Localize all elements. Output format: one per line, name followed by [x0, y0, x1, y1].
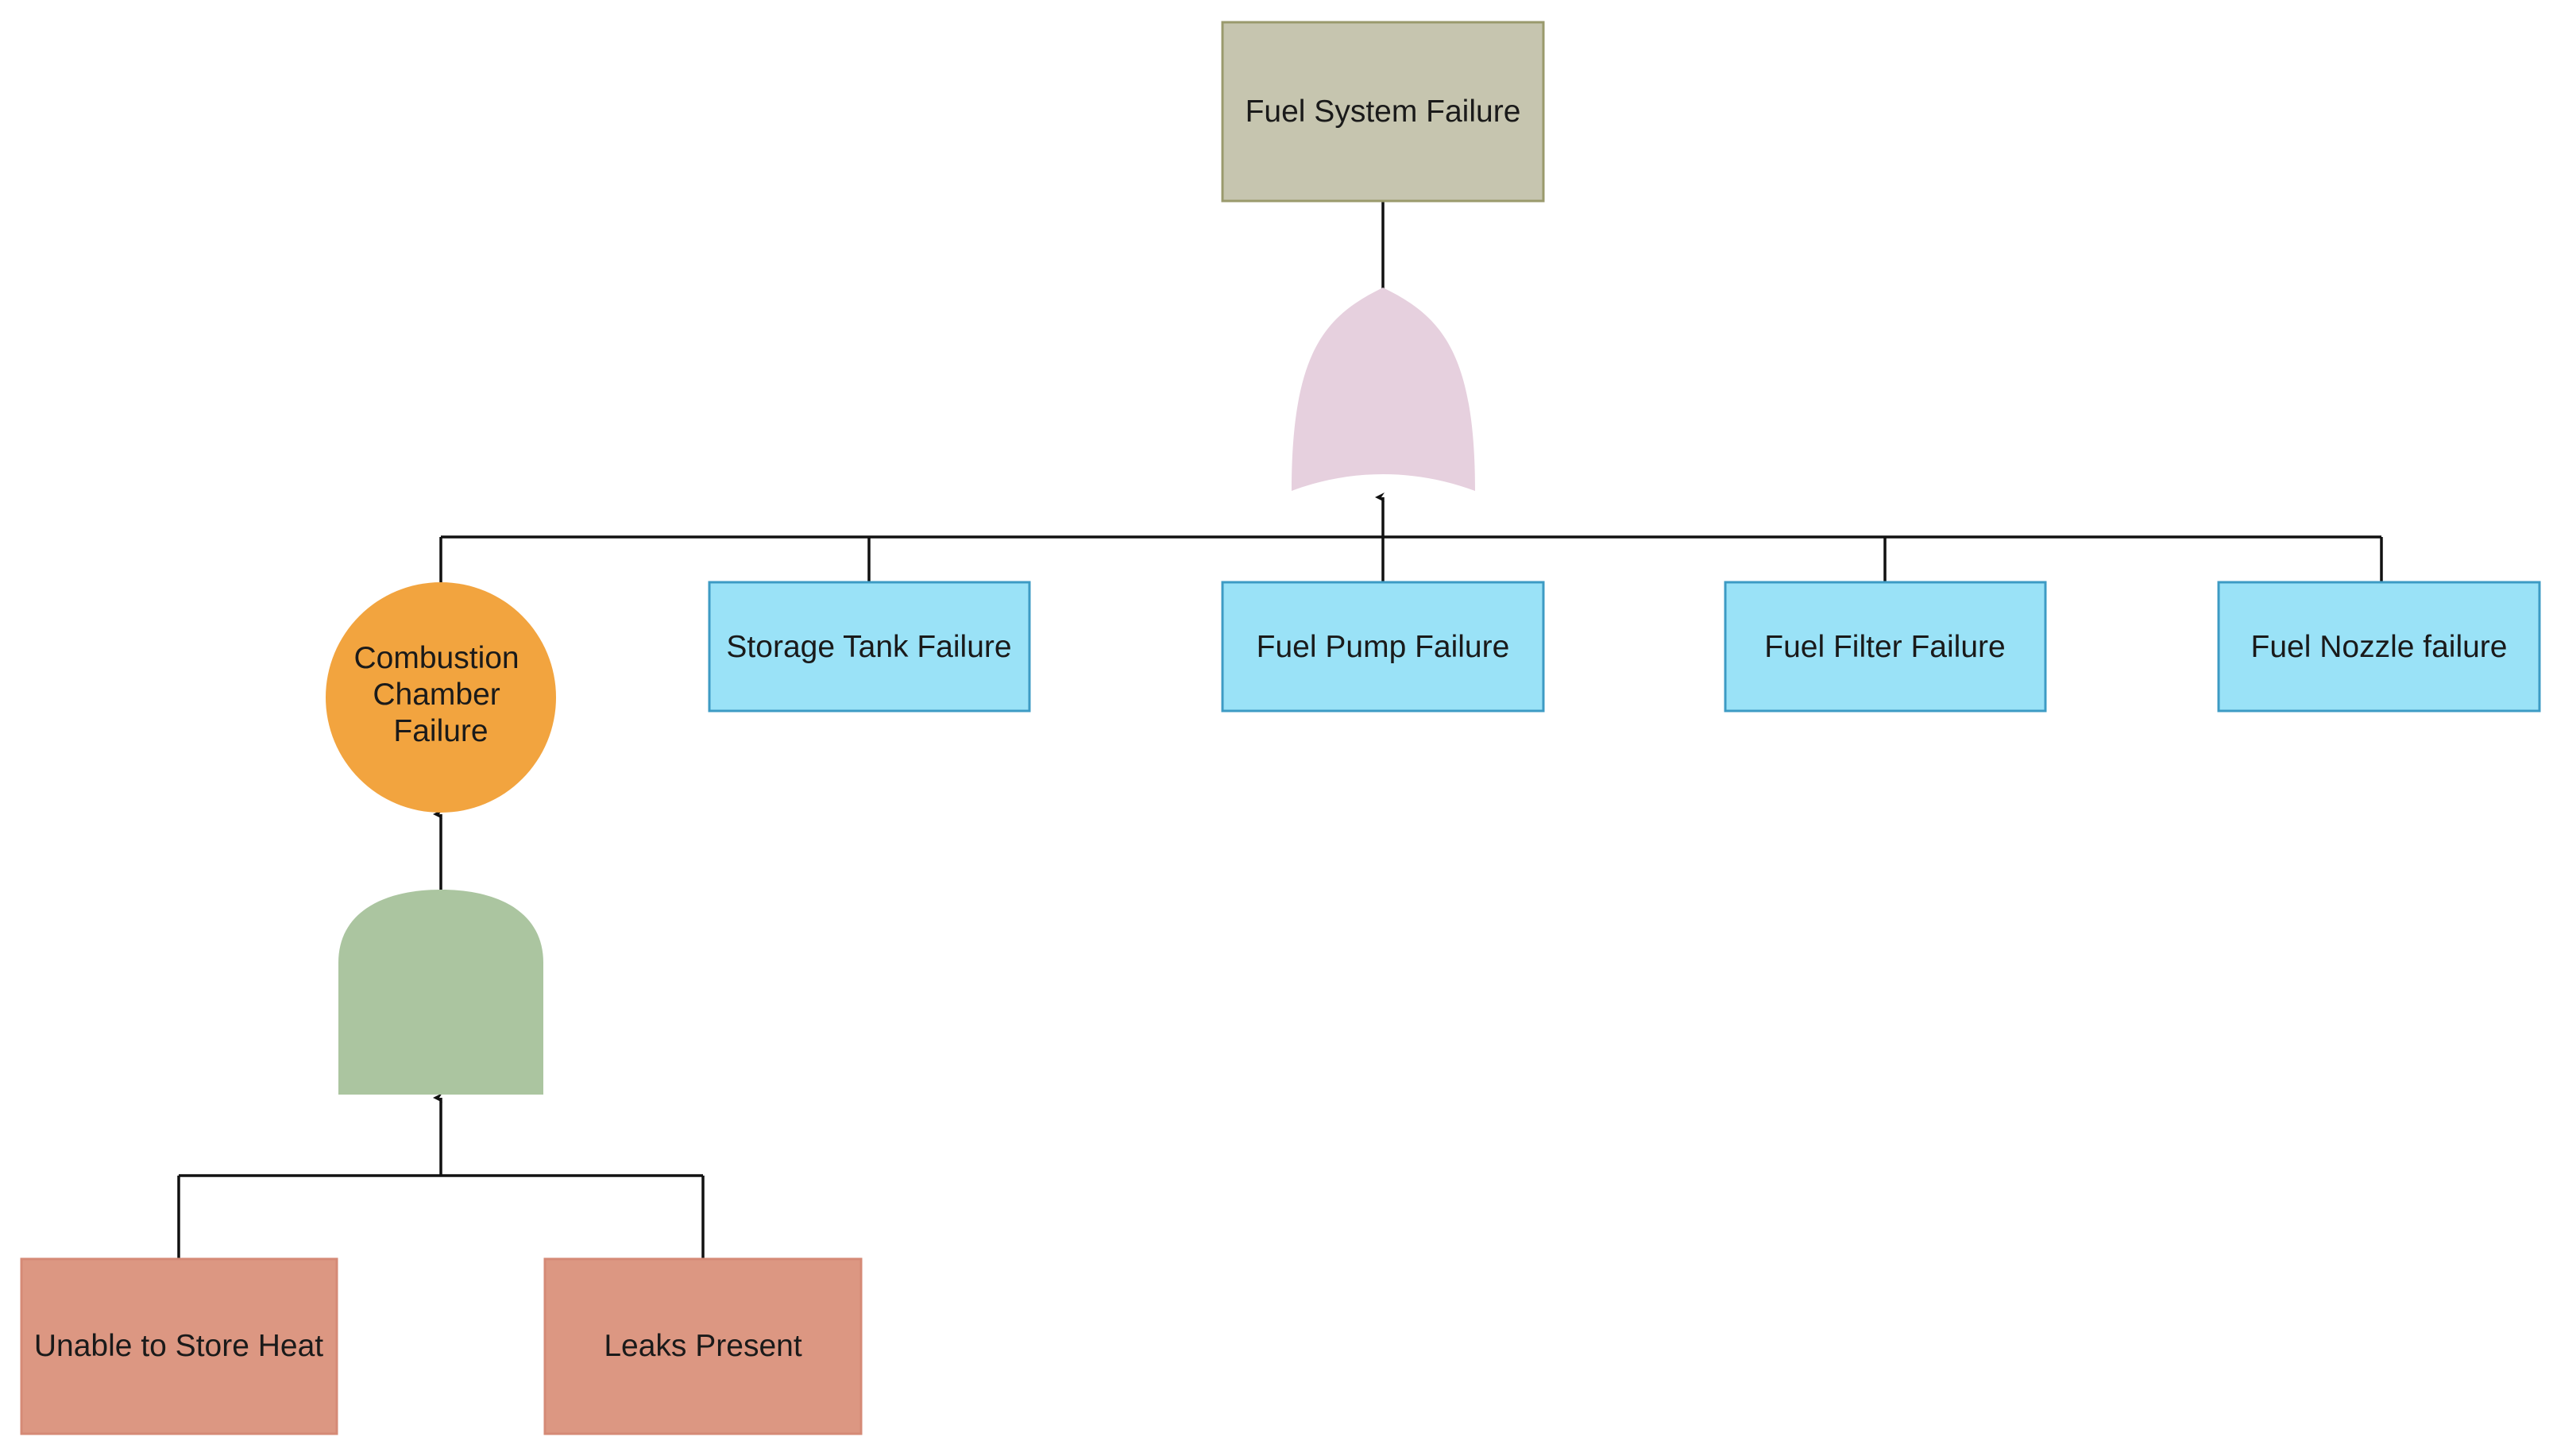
intermediate-event-line-2: Chamber	[373, 678, 500, 712]
root-cause-box	[20, 1257, 338, 1435]
basic-event-fuel-nozzle[interactable]: Fuel Nozzle failure	[2217, 581, 2541, 713]
root-cause-label: Leaks Present	[604, 1329, 801, 1363]
root-cause-label: Unable to Store Heat	[34, 1329, 323, 1363]
root-cause-unable-to-store-heat[interactable]: Unable to Store Heat	[20, 1257, 338, 1435]
basic-event-box	[708, 581, 1031, 713]
basic-event-box	[2217, 581, 2541, 713]
basic-event-fuel-filter[interactable]: Fuel Filter Failure	[1724, 581, 2047, 713]
basic-event-label: Storage Tank Failure	[726, 630, 1011, 664]
intermediate-event-line-1: Combustion	[354, 641, 519, 675]
and-gate-icon[interactable]	[338, 890, 543, 1095]
basic-event-label: Fuel Nozzle failure	[2251, 630, 2508, 664]
connector-lines	[177, 201, 2383, 1259]
intermediate-event-combustion-chamber[interactable]: Combustion Chamber Failure	[326, 582, 556, 813]
root-cause-box	[543, 1257, 863, 1435]
root-cause-leaks-present[interactable]: Leaks Present	[543, 1257, 863, 1435]
basic-event-storage-tank[interactable]: Storage Tank Failure	[708, 581, 1031, 713]
basic-event-label: Fuel Pump Failure	[1257, 630, 1510, 664]
basic-event-label: Fuel Filter Failure	[1764, 630, 2005, 664]
basic-event-fuel-pump[interactable]: Fuel Pump Failure	[1221, 581, 1545, 713]
top-event-box	[1221, 21, 1545, 203]
intermediate-event-label: Combustion Chamber Failure	[354, 641, 528, 748]
or-gate-icon[interactable]	[1292, 288, 1475, 491]
intermediate-event-circle	[326, 582, 556, 813]
basic-event-box	[1724, 581, 2047, 713]
top-event-fuel-system-failure[interactable]: Fuel System Failure	[1221, 21, 1545, 203]
basic-event-box	[1221, 581, 1545, 713]
top-event-label: Fuel System Failure	[1246, 95, 1521, 129]
intermediate-event-line-3: Failure	[393, 714, 488, 748]
